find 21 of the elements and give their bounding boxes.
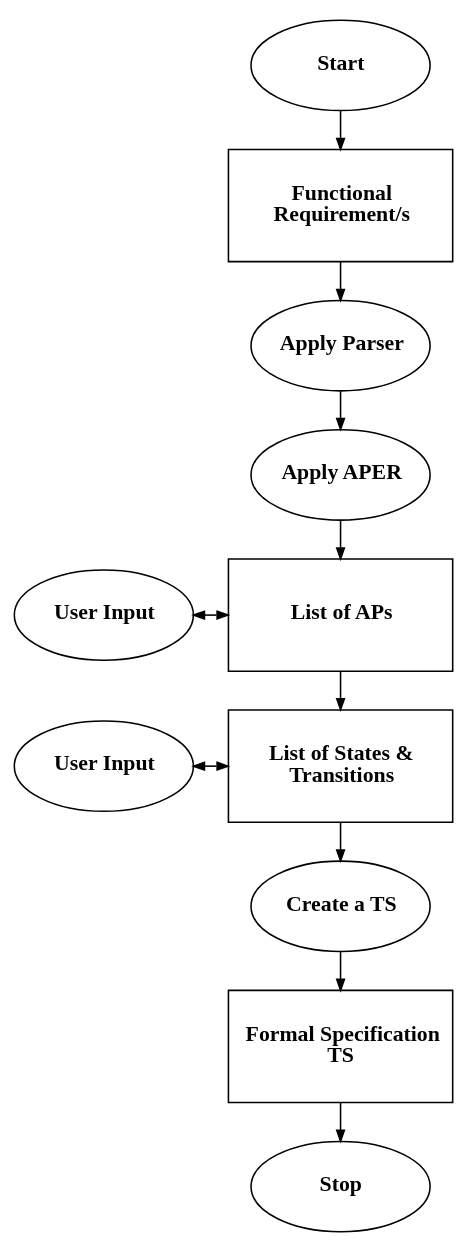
node-ellipse: User Input (13, 720, 195, 813)
arrow (335, 110, 346, 152)
node-box: Formal Specification TS (227, 989, 454, 1104)
arrow (335, 951, 346, 993)
node-box: List of APs (227, 558, 454, 672)
node-ellipse: Apply Parser (250, 299, 431, 392)
node-ellipse: Create a TS (250, 860, 431, 953)
arrow (191, 610, 231, 620)
arrow (335, 670, 346, 713)
node-ellipse: User Input (13, 569, 195, 662)
arrow (335, 1101, 346, 1144)
arrow (335, 260, 346, 303)
node-box: List of States & Transitions (227, 709, 454, 823)
arrow (335, 390, 346, 432)
arrow (335, 519, 346, 562)
node-box: Functional Requirement/s (227, 148, 454, 263)
arrow (335, 821, 346, 864)
node-ellipse: Start (250, 19, 431, 112)
arrow (191, 761, 231, 772)
node-ellipse: Stop (250, 1140, 431, 1233)
node-ellipse: Apply APER (250, 429, 431, 521)
